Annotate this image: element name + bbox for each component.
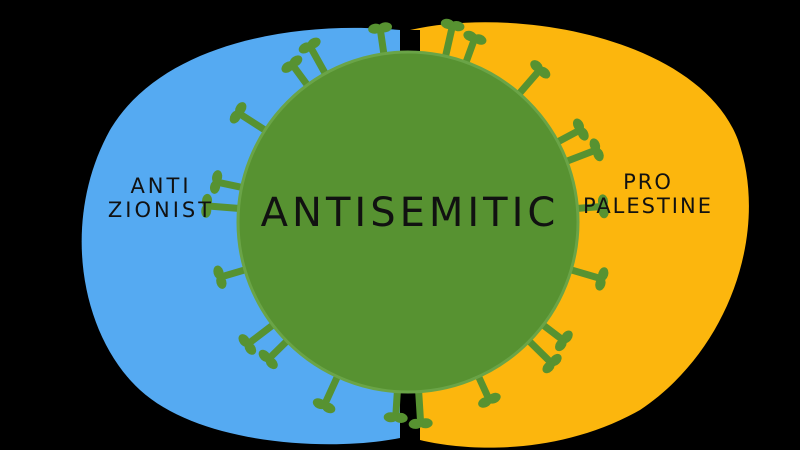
virus-spike-tip: [202, 193, 213, 208]
virus-spike-tip: [450, 20, 465, 32]
virus-spike-tip: [542, 361, 555, 374]
virus-spike-tip: [307, 37, 321, 49]
virus-spike-tip: [289, 55, 303, 67]
anti-zionist-label: ANTI ZIONIST: [107, 174, 215, 223]
pro-palestine-label: PRO PALESTINE: [583, 170, 713, 219]
virus-spike-tip: [383, 412, 398, 423]
virus-spike-tip: [418, 418, 433, 429]
virus-spike-tip: [598, 204, 609, 219]
virus-spike-tip: [537, 66, 551, 79]
virus-spike-tip: [555, 338, 567, 352]
antisemitic-label: ANTISEMITIC: [260, 190, 560, 236]
virus-spike-tip: [258, 349, 271, 362]
virus-spike-tip: [238, 334, 251, 347]
virus-spike-tip: [212, 170, 223, 185]
virus-spike-tip: [595, 276, 606, 291]
virus-spike-tip: [201, 203, 212, 218]
virus-spike-tip: [408, 418, 423, 429]
virus-spike-tip: [235, 102, 247, 116]
virus-spike-tip: [472, 34, 487, 45]
virus-spike-tip: [478, 396, 492, 408]
virus-spike-tip: [597, 194, 608, 209]
virus-icon: [236, 50, 580, 394]
virus-spike-tip: [393, 412, 408, 423]
virus-spike-tip: [593, 147, 604, 162]
virus-spike-tip: [378, 22, 393, 33]
virus-spike-tip: [213, 265, 224, 280]
virus-spike-tip: [577, 127, 589, 141]
virus-spike-tip: [312, 398, 327, 410]
